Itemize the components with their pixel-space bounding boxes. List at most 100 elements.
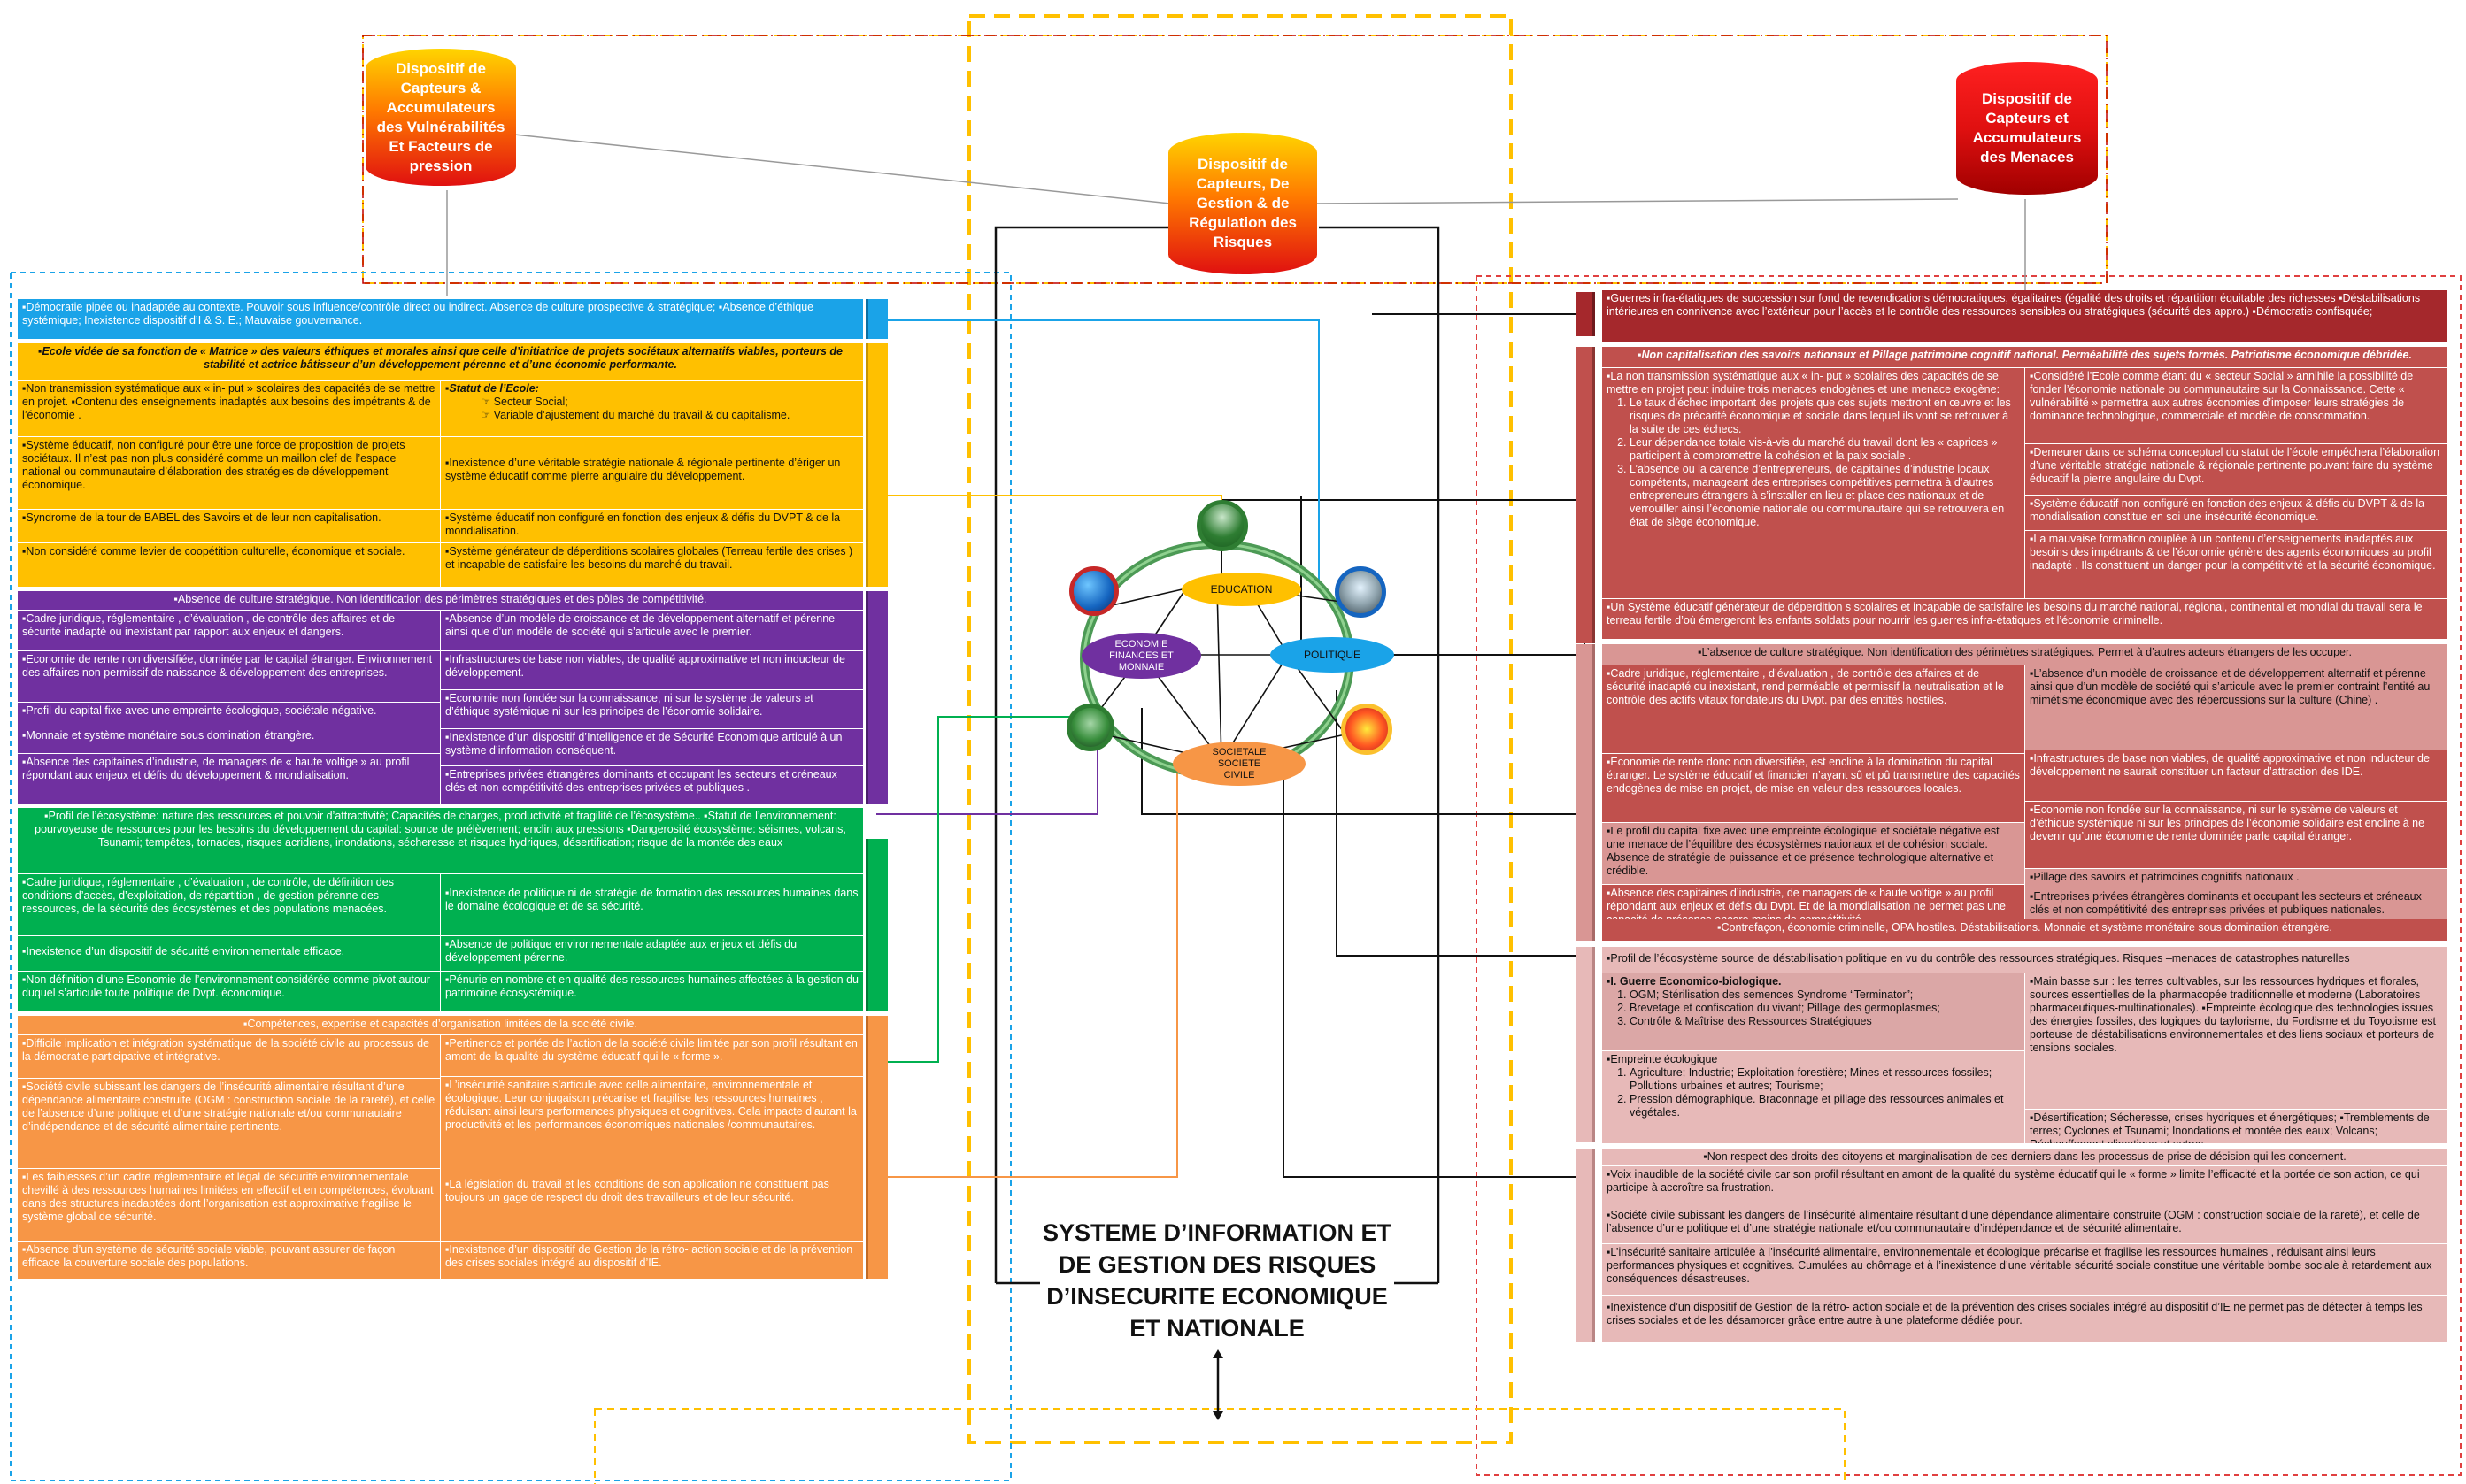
right-red-foot: ▪Un Système éducatif générateur de déper… [1602, 598, 2447, 639]
risk-management-cylinder: Dispositif de Capteurs, De Gestion & de … [1168, 133, 1317, 274]
system-title-text: SYSTEME D’INFORMATION ET DE GESTION DES … [1042, 1219, 1391, 1342]
right-eco-l2-list: Agriculture; Industrie; Exploitation for… [1607, 1066, 2020, 1119]
left-orange-r2: ▪L’insécurité sanitaire s’articule avec … [441, 1076, 863, 1165]
left-yellow-r2: ▪Inexistence d’une véritable stratégie n… [441, 437, 863, 510]
left-yellow-r1-a: ☞ Secteur Social; [481, 396, 568, 408]
forest-icon [1067, 704, 1114, 751]
earth-icon [1069, 566, 1119, 616]
left-purple-l2: ▪Economie de rente non diversifiée, domi… [18, 651, 441, 703]
hub-node-societale-label: SOCIETALE SOCIETE CIVILE [1212, 746, 1267, 780]
right-soc-1: ▪Voix inaudible de la société civile car… [1602, 1166, 2447, 1203]
hub-node-economie-label: ECONOMIE FINANCES ET MONNAIE [1109, 638, 1174, 673]
hub-node-economie: ECONOMIE FINANCES ET MONNAIE [1082, 633, 1201, 679]
right-dark-bar [1576, 292, 1595, 336]
left-purple-head: ▪Absence de culture stratégique. Non ide… [18, 591, 863, 611]
right-eco-l2: ▪Empreinte écologique Agriculture; Indus… [1602, 1051, 2025, 1143]
right-red-panel: ▪Non capitalisation des savoirs nationau… [1602, 347, 2447, 639]
left-yellow-l2: ▪Système éducatif, non configuré pour êt… [18, 437, 441, 510]
left-purple-l1: ▪Cadre juridique, réglementaire , d’éval… [18, 611, 441, 651]
right-eco-l1-list: OGM; Stérilisation des semences Syndrome… [1607, 988, 2020, 1028]
right-eco-l1-item-3: Contrôle & Maîtrise des Ressources Strat… [1630, 1015, 2020, 1028]
right-eco-bar [1576, 947, 1595, 1142]
left-green-l3: ▪Non définition d’une Economie de l’envi… [18, 972, 441, 1011]
hub-node-education-label: EDUCATION [1210, 583, 1273, 596]
left-orange-bar [866, 1016, 888, 1279]
right-eco-l1-item-2: Brevetage et confiscation du vivant; Pil… [1630, 1002, 2020, 1015]
right-red-r4: ▪La mauvaise formation couplée à un cont… [2030, 533, 2436, 572]
left-purple-bar [866, 591, 888, 804]
right-soc-head: ▪Non respect des droits des citoyens et … [1602, 1149, 2447, 1166]
left-green-l2: ▪Inexistence d’un dispositif de sécurité… [18, 936, 441, 972]
left-green-r3: ▪Pénurie en nombre et en qualité des res… [445, 973, 859, 999]
right-eco-r1: ▪Main basse sur : les terres cultivables… [2025, 973, 2447, 1110]
right-red-bar [1576, 347, 1595, 643]
left-yellow-l1: ▪Non transmission systématique aux « in-… [18, 381, 441, 437]
right-dark-panel: ▪Guerres infra-étatiques de succession s… [1602, 290, 2447, 342]
left-yellow-r1-b: ☞ Variable d’ajustement du marché du tra… [481, 409, 790, 421]
right-salmon-r3: ▪Economie non fondée sur la connaissance… [2025, 802, 2447, 869]
right-red-r1: ▪Considéré l’Ecole comme étant du « sect… [2025, 368, 2447, 444]
left-blue-text: ▪Démocratie pipée ou inadaptée au contex… [22, 301, 814, 327]
threats-cylinder-label: Dispositif de Capteurs et Accumulateurs … [1972, 90, 2082, 165]
right-salmon-l1: ▪Cadre juridique, réglementaire , d’éval… [1602, 665, 2025, 754]
right-salmon-r5: ▪Entreprises privées étrangères dominant… [2025, 888, 2447, 919]
right-red-list: Le taux d’échec important des projets qu… [1607, 396, 2020, 529]
left-purple-l3: ▪Profil du capital fixe avec une emprein… [18, 703, 441, 727]
right-eco-l1-title: ▪I. Guerre Economico-biologique. [1607, 975, 1782, 988]
left-purple-r3: ▪Economie non fondée sur la connaissance… [441, 690, 863, 729]
right-dark-text: ▪Guerres infra-étatiques de succession s… [1607, 292, 2421, 318]
right-red-left: ▪La non transmission systématique aux « … [1602, 368, 2025, 598]
right-salmon-l2: ▪Economie de rente donc non diversifiée,… [1602, 754, 2025, 823]
hub-node-education: EDUCATION [1182, 573, 1301, 606]
right-salmon-r1: ▪L’absence d’un modèle de croissance et … [2025, 665, 2447, 750]
left-orange-l3: ▪Les faiblesses d’un cadre réglementaire… [18, 1168, 441, 1241]
right-red-item-3: L’absence ou la carence d’entrepreneurs,… [1630, 463, 2020, 529]
right-salmon-l3: ▪Le profil du capital fixe avec une empr… [1602, 823, 2025, 885]
left-yellow-r4: ▪Système générateur de déperditions scol… [445, 545, 853, 571]
hub-node-politique: POLITIQUE [1270, 637, 1394, 673]
left-green-panel: ▪Profil de l’écosystème: nature des ress… [18, 808, 863, 1011]
right-eco-head: ▪Profil de l’écosystème source de déstab… [1602, 947, 2447, 973]
vulnerabilities-cylinder: Dispositif de Capteurs & Accumulateurs d… [366, 49, 516, 186]
left-purple-l5: ▪Absence des capitaines d’industrie, de … [18, 754, 441, 804]
right-red-head: ▪Non capitalisation des savoirs nationau… [1602, 347, 2447, 368]
right-eco-l2-item-2: Pression démographique. Braconnage et pi… [1630, 1093, 2020, 1119]
left-orange-head: ▪Compétences, expertise et capacités d’o… [18, 1016, 863, 1035]
right-eco-panel: ▪Profil de l’écosystème source de déstab… [1602, 947, 2447, 1143]
left-orange-l4: ▪Absence d’un système de sécurité social… [18, 1241, 441, 1279]
right-eco-r2: ▪Désertification; Sécheresse, crises hyd… [2030, 1111, 2430, 1143]
left-yellow-bar [866, 343, 888, 587]
left-green-l1: ▪Cadre juridique, réglementaire , d’éval… [18, 874, 441, 936]
left-orange-panel: ▪Compétences, expertise et capacités d’o… [18, 1016, 863, 1279]
right-soc-2: ▪Société civile subissant les dangers de… [1602, 1203, 2447, 1244]
left-blue-panel: ▪Démocratie pipée ou inadaptée au contex… [18, 299, 863, 339]
right-soc-3: ▪L’insécurité sanitaire articulée à l’in… [1602, 1244, 2447, 1296]
mountain-icon [1197, 500, 1248, 551]
system-title: SYSTEME D’INFORMATION ET DE GESTION DES … [1040, 1217, 1394, 1344]
right-salmon-panel: ▪L’absence de culture stratégique. Non i… [1602, 644, 2447, 941]
risk-management-cylinder-label: Dispositif de Capteurs, De Gestion & de … [1189, 156, 1297, 250]
right-salmon-r2: ▪Infrastructures de base non viables, de… [2025, 750, 2447, 802]
left-yellow-head: ▪Ecole vidée de sa fonction de « Matrice… [18, 343, 863, 381]
vulnerabilities-cylinder-label: Dispositif de Capteurs & Accumulateurs d… [376, 59, 505, 174]
right-red-item-1: Le taux d’échec important des projets qu… [1630, 396, 2020, 436]
right-red-intro: ▪La non transmission systématique aux « … [1607, 370, 2000, 396]
right-eco-l2-item-1: Agriculture; Industrie; Exploitation for… [1630, 1066, 2020, 1093]
left-green-r1: ▪Inexistence de politique ni de stratégi… [441, 874, 863, 936]
left-yellow-panel: ▪Ecole vidée de sa fonction de « Matrice… [18, 343, 863, 587]
right-salmon-r4: ▪Pillage des savoirs et patrimoines cogn… [2025, 869, 2447, 888]
right-salmon-l4: ▪Absence des capitaines d’industrie, de … [1602, 885, 2025, 919]
left-yellow-r1: ▪Statut de l’Ecole: ☞ Secteur Social; ☞ … [441, 381, 863, 437]
left-green-bar [866, 839, 888, 1011]
right-soc-panel: ▪Non respect des droits des citoyens et … [1602, 1149, 2447, 1342]
right-salmon-foot: ▪Contrefaçon, économie criminelle, OPA h… [1602, 919, 2447, 941]
right-eco-l2-title: ▪Empreinte écologique [1607, 1053, 1718, 1065]
left-yellow-r3: ▪Système éducatif non configuré en fonct… [441, 510, 863, 543]
left-purple-l4: ▪Monnaie et système monétaire sous domin… [18, 727, 441, 754]
left-purple-r1: ▪Absence d’un modèle de croissance et de… [441, 611, 863, 651]
left-yellow-r1-title: ▪Statut de l’Ecole: [445, 382, 539, 395]
right-red-r3: ▪Système éducatif non configuré en fonct… [2025, 496, 2447, 531]
right-soc-bar [1576, 1149, 1595, 1342]
left-orange-r4: ▪Inexistence d’un dispositif de Gestion … [441, 1241, 863, 1279]
left-purple-r5: ▪Entreprises privées étrangères dominant… [445, 768, 837, 794]
